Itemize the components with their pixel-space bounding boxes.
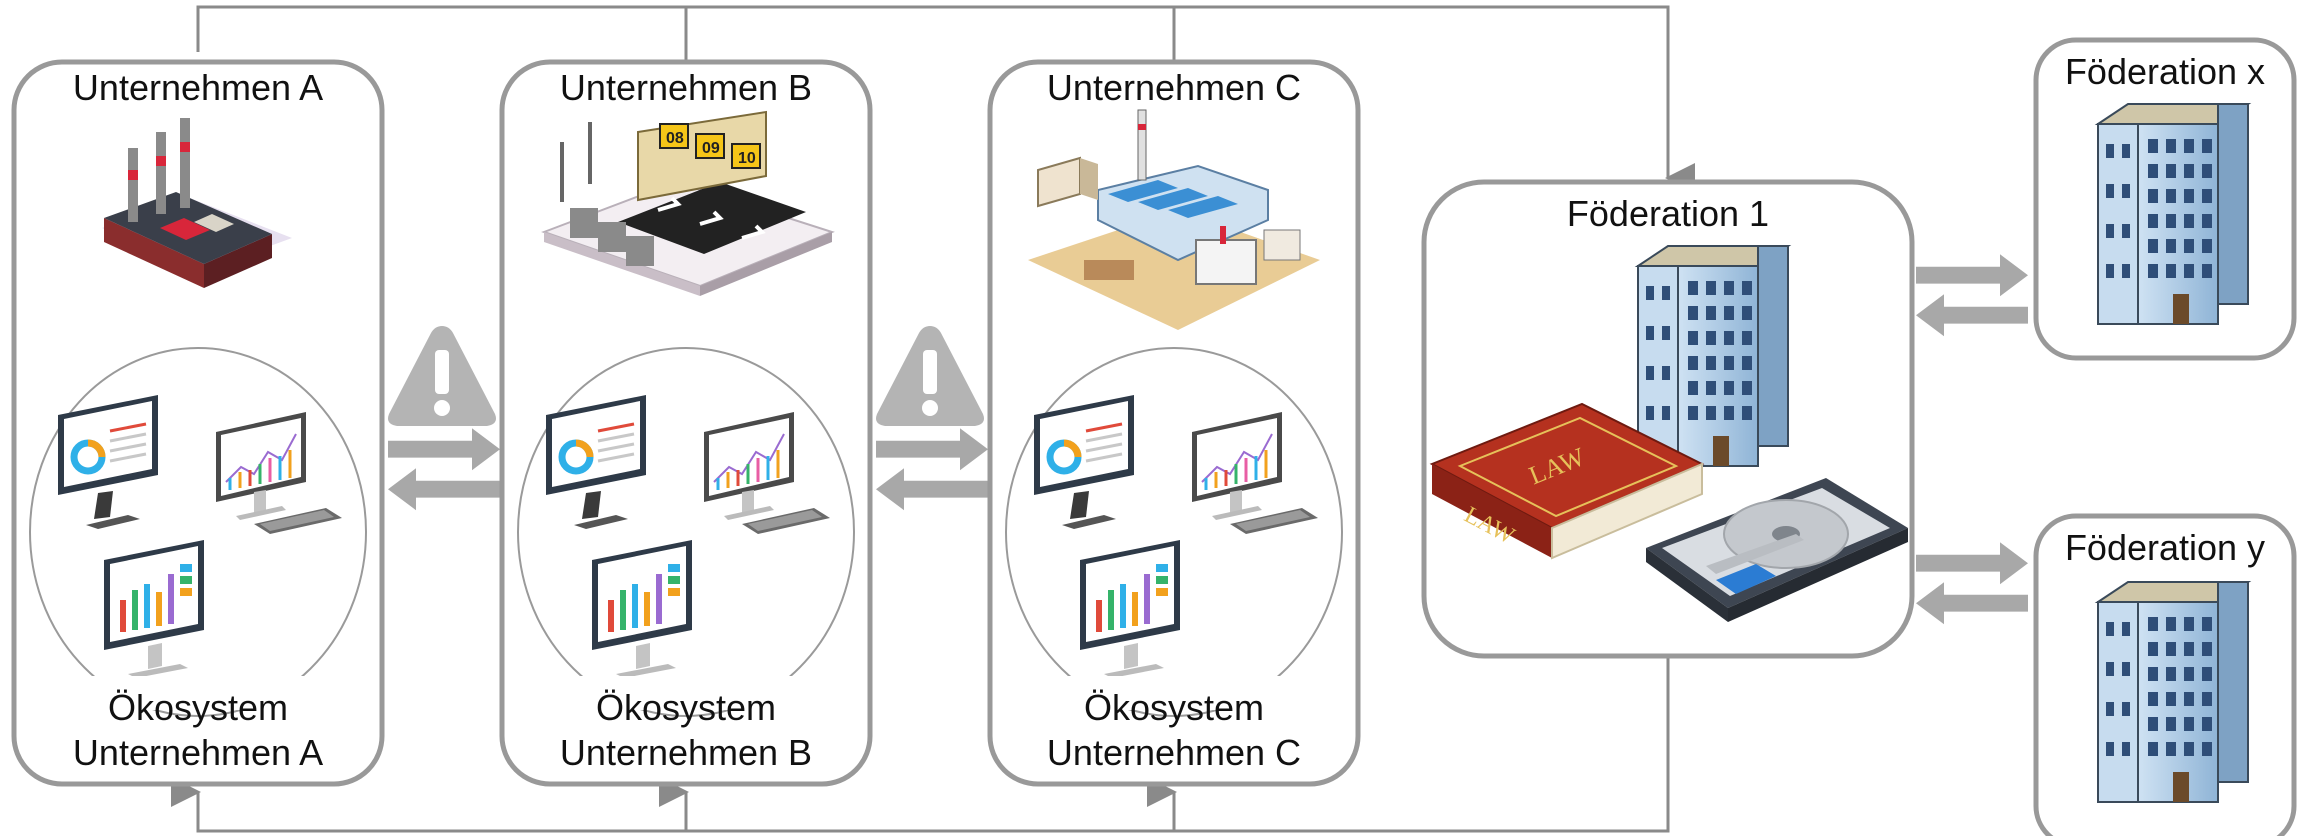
warning-icon <box>876 326 984 426</box>
industrial-plant-icon <box>1028 109 1320 330</box>
federation-y-title: Föderation y <box>2065 527 2265 568</box>
warehouse-icon: 08 09 10 <box>541 110 835 296</box>
federation-x-title: Föderation x <box>2065 51 2265 92</box>
warning-icon <box>388 326 496 426</box>
company-a-panel: Unternehmen A Ökosystem Unternehmen A <box>11 59 385 787</box>
ecosystem-a-ellipse <box>29 347 367 717</box>
ecosystem-b-label-line1: Ökosystem <box>596 687 776 728</box>
office-building-icon <box>2097 581 2249 803</box>
company-b-title: Unternehmen B <box>560 67 812 108</box>
bidirectional-arrow-icon <box>1916 542 2028 625</box>
company-a-title: Unternehmen A <box>73 67 323 108</box>
federation-x-panel: Föderation x <box>2033 37 2297 361</box>
ecosystem-a-label-line2: Unternehmen A <box>73 732 323 773</box>
federation-1-title: Föderation 1 <box>1567 193 1769 234</box>
ecosystem-b-label-line2: Unternehmen B <box>560 732 812 773</box>
connector-top <box>196 5 1695 193</box>
company-b-panel: Unternehmen B 08 09 10 Ökosyste <box>499 59 873 787</box>
svg-text:09: 09 <box>702 140 720 157</box>
factory-icon <box>102 118 292 288</box>
svg-text:08: 08 <box>666 130 684 147</box>
law-book-icon: LAW LAW <box>1429 402 1705 560</box>
ecosystem-b-ellipse <box>517 347 855 717</box>
ecosystem-c-label-line1: Ökosystem <box>1084 687 1264 728</box>
office-building-icon <box>2097 103 2249 325</box>
svg-text:10: 10 <box>738 150 756 167</box>
company-c-panel: Unternehmen C Ökosystem Unternehmen C <box>987 59 1361 787</box>
connector-bottom <box>171 658 1670 833</box>
bidirectional-arrow-icon <box>876 428 988 511</box>
ecosystem-c-label-line2: Unternehmen C <box>1047 732 1301 773</box>
ecosystem-a-label-line1: Ökosystem <box>108 687 288 728</box>
office-building-icon <box>1637 245 1789 467</box>
company-c-title: Unternehmen C <box>1047 67 1301 108</box>
bidirectional-arrow-icon <box>1916 254 2028 337</box>
bidirectional-arrow-icon <box>388 428 500 511</box>
hard-drive-icon <box>1646 478 1908 622</box>
federation-y-panel: Föderation y <box>2033 513 2297 836</box>
federation-1-panel: Föderation 1 LAW LAW <box>1421 179 1915 659</box>
ecosystem-c-ellipse <box>1005 347 1343 717</box>
